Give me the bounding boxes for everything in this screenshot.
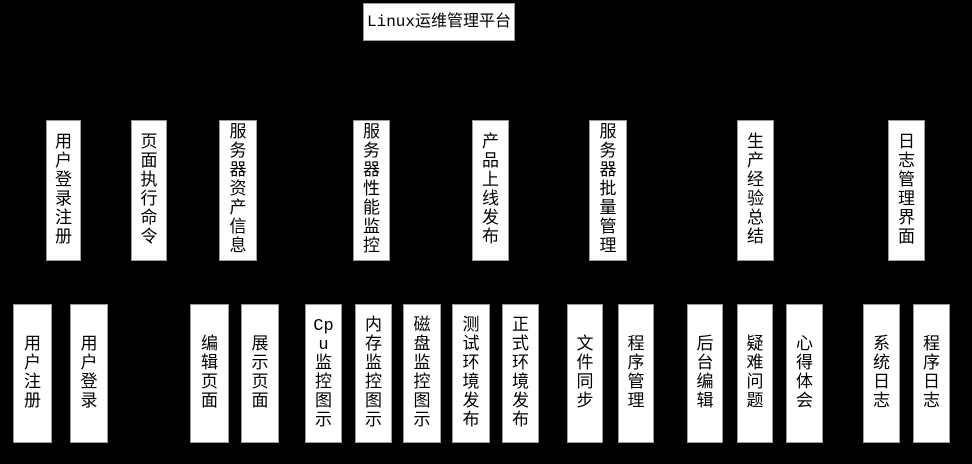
node-memory-monitor-chart: 内 存 监 控 图 示 [355, 304, 392, 443]
node-difficult-problems: 疑 难 问 题 [737, 304, 773, 443]
node-experience-notes: 心 得 体 会 [786, 304, 823, 443]
node-display-page: 展 示 页 面 [241, 304, 279, 443]
node-edit-page: 编 辑 页 面 [190, 304, 229, 443]
node-page-execute-command: 页 面 执 行 命 令 [131, 120, 167, 261]
node-test-env-release: 测 试 环 境 发 布 [452, 304, 490, 443]
node-server-asset-info: 服 务 器 资 产 信 息 [219, 120, 257, 261]
node-prod-env-release: 正 式 环 境 发 布 [502, 304, 539, 443]
node-backend-edit: 后 台 编 辑 [687, 304, 723, 443]
node-product-release: 产 品 上 线 发 布 [472, 120, 509, 261]
node-file-sync: 文 件 同 步 [567, 304, 603, 443]
node-log-management-ui: 日 志 管 理 界 面 [888, 120, 925, 261]
node-user-login: 用 户 登 录 [70, 304, 108, 443]
node-server-batch-manage: 服 务 器 批 量 管 理 [589, 120, 627, 261]
node-disk-monitor-chart: 磁 盘 监 控 图 示 [403, 304, 441, 443]
node-program-log: 程 序 日 志 [913, 304, 950, 443]
node-system-log: 系 统 日 志 [863, 304, 900, 443]
node-server-performance-monitor: 服 务 器 性 能 监 控 [353, 120, 390, 261]
node-user-register: 用 户 注 册 [13, 304, 52, 443]
node-cpu-monitor-chart: Cp u 监 控 图 示 [305, 304, 342, 443]
node-production-experience-summary: 生 产 经 验 总 结 [737, 120, 774, 261]
node-user-login-register: 用 户 登 录 注 册 [46, 120, 81, 261]
node-program-manage: 程 序 管 理 [618, 304, 654, 443]
node-platform-root: Linux运维管理平台 [363, 3, 515, 41]
